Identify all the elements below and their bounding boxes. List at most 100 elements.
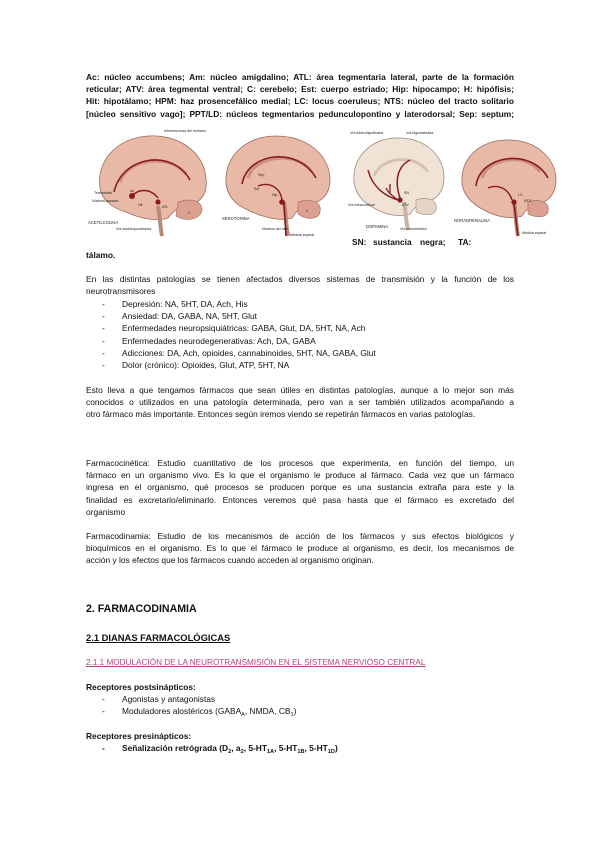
- figure-caption: NORADRENALINA: [454, 218, 490, 223]
- text-run: , 5-HT: [304, 743, 328, 754]
- figure-label: Vía mesocortical: [348, 203, 375, 207]
- abbreviations-paragraph: Ac: núcleo accumbens; Am: núcleo amigdal…: [86, 71, 514, 120]
- figure-label: Médula espinal: [522, 231, 546, 235]
- figure-label: SN: [404, 191, 409, 195]
- subscript: 2: [240, 749, 244, 756]
- pathologies-intro: En las distintas patologías se tienen af…: [86, 273, 514, 297]
- figure-label: C: [188, 211, 191, 215]
- figure-label: Est: [254, 187, 259, 191]
- noradrenergic-pathway: [475, 157, 549, 187]
- brain-noradrenaline-diagram: NTS LC Médula espinal NORADRENALINA: [454, 139, 557, 237]
- subscript: 1: [290, 712, 294, 719]
- abbrev-line: Ac: núcleo accumbens; Am: núcleo amigdal…: [86, 72, 514, 82]
- figure-label: C: [306, 209, 309, 213]
- text-run: ): [293, 706, 297, 717]
- text-run: , 5-HT: [274, 743, 298, 754]
- serotonergic-pathway: [257, 183, 283, 201]
- figure-label: Telencéfalo: [94, 191, 112, 195]
- pharmacokinetics-paragraph: Farmacocinética: Estudio cuantitativo de…: [86, 457, 514, 518]
- noradrenergic-pathway: [487, 185, 513, 201]
- text-line: fármaco en un organismo vivo. Es lo que …: [86, 470, 514, 481]
- figure-label: Vía tuberohipofisaria: [350, 131, 383, 135]
- abbrev-line: [núcleo sensitivo vago]; PPT/LD: núcleos…: [86, 108, 514, 119]
- text-run: Señalización retrógrada (D: [122, 743, 229, 754]
- list-item: Enfermedades neuropsiquiátricas: GABA, G…: [86, 322, 514, 334]
- brainstem-shape: [156, 205, 164, 237]
- nigrostriatal-pathway: [396, 159, 411, 199]
- figure-label: Vía nigroestriada: [406, 131, 433, 135]
- sn-word: TA:: [458, 237, 472, 247]
- list-item: Agonistas y antagonistas: [86, 693, 514, 705]
- noradrenergic-spinal-pathway: [513, 203, 519, 237]
- text-line: otro fármaco más importante. Entonces se…: [86, 409, 476, 420]
- drugs-paragraph: Esto lleva a que tengamos fármacos que s…: [86, 384, 514, 421]
- lc-marker: [511, 199, 517, 205]
- basal-nucleus-marker: [129, 193, 135, 199]
- figure-label: Médula espinal: [290, 233, 314, 237]
- figure-caption: ACETILCOLINA: [88, 220, 118, 225]
- figure-label: Vía mesolímbica: [400, 227, 427, 231]
- abbrev-line: Hit: hipotálamo; HPM: haz prosencefálico…: [86, 96, 514, 107]
- figure-label: Sep: [258, 173, 264, 177]
- cerebellum-shape: [297, 200, 321, 219]
- text-line: acción y los efectos que los fármacos cu…: [86, 555, 374, 566]
- presynaptic-title: Receptores presinápticos:: [86, 731, 192, 741]
- figure-label: ATL: [162, 205, 168, 209]
- text-run: ): [334, 743, 338, 754]
- figure-label: Núcleos del rafe: [262, 227, 288, 231]
- figure-label: Ac: [130, 189, 134, 193]
- figure-label: Núcleos basales: [92, 199, 119, 203]
- raphe-marker: [279, 199, 285, 205]
- presynaptic-block: Receptores presinápticos: Señalización r…: [86, 730, 514, 756]
- list-item: Moduladores alostéricos (GABAA, NMDA, CB…: [86, 705, 514, 719]
- figure-caption: SEROTONINA: [222, 216, 250, 221]
- brain-dopamine-diagram: Vía tuberohipofisaria Vía nigroestriada …: [348, 131, 445, 231]
- text-line: neurotransmisores: [86, 286, 156, 297]
- text-line: Farmacocinética: Estudio cuantitativo de…: [86, 458, 514, 468]
- figure-label: Interneuronas del estriado: [164, 129, 206, 133]
- brainstem-shape: [402, 201, 410, 231]
- atl-marker: [155, 199, 161, 205]
- section-heading: 2. FARMACODINAMIA: [86, 603, 197, 615]
- text-line: bioquímicos en el organismo. Es lo que e…: [86, 543, 514, 554]
- list-item: Depresión: NA, 5HT, DA, Ach, His: [86, 298, 514, 310]
- text-line: ingresa en el organismo, qué procesos se…: [86, 482, 514, 493]
- figure-label: Vía septohipocámpica: [116, 227, 151, 231]
- subscript: A: [241, 712, 245, 719]
- figure-caption: DOPAMINA: [366, 224, 388, 229]
- text-line: finalidad es excretarlo/eliminarlo. Ento…: [86, 494, 514, 505]
- list-item: Enfermedades neurodegenerativas: Ach, DA…: [86, 335, 514, 347]
- list-item: Señalización retrógrada (D2, a2, 5-HT1A,…: [86, 742, 514, 756]
- postsynaptic-block: Receptores postsinápticos: Agonistas y a…: [86, 681, 514, 718]
- list-item: Dolor (crónico): Opioides, Glut, ATP, 5H…: [86, 359, 514, 371]
- sn-word: SN:: [352, 237, 367, 247]
- sn-word: sustancia: [373, 237, 412, 247]
- abbrev-tail: tálamo.: [86, 250, 116, 260]
- corpus-callosum: [372, 158, 430, 177]
- figure-label: ATV: [402, 203, 409, 207]
- sn-word: negra;: [420, 237, 446, 247]
- vta-marker: [397, 197, 403, 203]
- serotonergic-spinal-pathway: [283, 201, 287, 237]
- pharmacodynamics-paragraph: Farmacodinamia: Estudio de los mecanismo…: [86, 530, 514, 567]
- cholinergic-pathway: [113, 159, 191, 193]
- subscript: 1B: [297, 749, 305, 756]
- abbrev-line: reticular; ATV: área tegmental ventral; …: [86, 84, 514, 95]
- mesocortical-pathway: [367, 169, 399, 201]
- neurotransmitter-pathways-figure: Núcleos basales Telencéfalo Ac Hit ATL C…: [86, 126, 557, 238]
- text-line: En las distintas patologías se tienen af…: [86, 274, 514, 284]
- text-line: conocidos o utilizados en una patología …: [86, 397, 514, 408]
- brain-serotonin-diagram: Sep Est Hip C Núcleos del rafe Médula es…: [222, 135, 331, 237]
- postsynaptic-title: Receptores postsinápticos:: [86, 682, 196, 692]
- subsubsection-heading: 2.1.1 MODULACIÓN DE LA NEUROTRANSMISIÓN …: [86, 658, 426, 667]
- figure-label: Hip: [272, 193, 277, 197]
- text-line: Farmacodinamia: Estudio de los mecanismo…: [86, 531, 514, 541]
- text-run: , a: [231, 743, 241, 754]
- figure-label: NTS: [524, 199, 532, 203]
- subsection-heading: 2.1 DIANAS FARMACOLÓGICAS: [86, 632, 231, 643]
- text-run: , NMDA, CB: [244, 706, 291, 717]
- text-line: organismo: [86, 506, 126, 517]
- figure-label: Hit: [138, 203, 142, 207]
- subscript: 1A: [266, 749, 275, 756]
